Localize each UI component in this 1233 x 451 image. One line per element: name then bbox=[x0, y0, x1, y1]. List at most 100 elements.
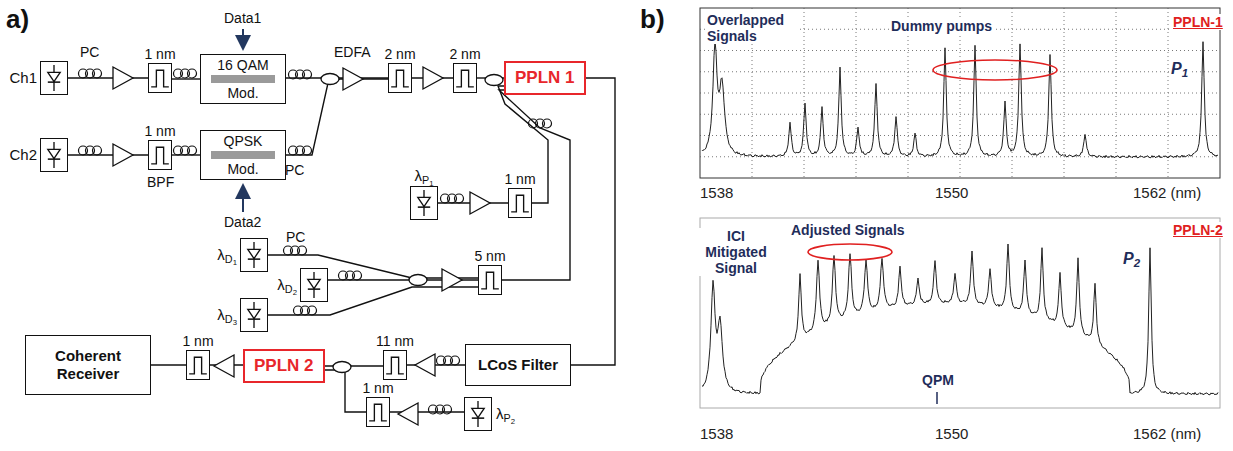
signal-name: Data1 bbox=[224, 10, 261, 26]
grid-line bbox=[700, 50, 1220, 51]
amplifier bbox=[423, 67, 443, 89]
polarization-controller bbox=[174, 146, 197, 155]
diode-bar bbox=[308, 288, 320, 290]
modulator-box: 16 QAMMod. bbox=[200, 54, 286, 104]
bandwidth-label: 1 nm bbox=[144, 46, 175, 62]
subscript: P2 bbox=[504, 412, 516, 424]
bandwidth-label: 1 nm bbox=[504, 171, 535, 187]
spectrum-frame bbox=[700, 218, 1220, 408]
subscript: 1 bbox=[1182, 67, 1188, 79]
passband-shape bbox=[481, 272, 499, 289]
passband-shape bbox=[456, 70, 474, 87]
modulator-label: Mod. bbox=[227, 161, 258, 177]
spectrum-annotation: Adjusted Signals bbox=[790, 222, 906, 238]
fiber-connector bbox=[499, 90, 570, 280]
subscript: P1 bbox=[422, 174, 434, 186]
passband-shape bbox=[151, 70, 169, 87]
bandwidth-label: 1 nm bbox=[182, 333, 213, 349]
bandpass-filter: 1 nm bbox=[366, 397, 390, 427]
source-label: λD1 bbox=[217, 246, 237, 264]
filter-symbol bbox=[454, 64, 476, 92]
axis-tick: 1538 bbox=[700, 425, 733, 443]
bandwidth-label: 2 nm bbox=[384, 46, 415, 62]
spectrum-annotation: Dummy pumps bbox=[890, 18, 993, 34]
spectrum-annotation: ICI Mitigated Signal bbox=[698, 228, 774, 276]
data-arrow bbox=[242, 185, 244, 212]
passband-shape bbox=[386, 357, 404, 374]
laser-symbol bbox=[411, 187, 437, 219]
source-label: λD2 bbox=[277, 276, 297, 294]
source-label: λP1 bbox=[414, 167, 433, 185]
diode-bar bbox=[48, 158, 60, 160]
filter-symbol bbox=[509, 189, 531, 217]
process-box: Coherent Receiver bbox=[25, 335, 151, 395]
panel-label: a) bbox=[6, 4, 29, 34]
source-label: Ch2 bbox=[9, 146, 37, 164]
laser-symbol bbox=[465, 398, 491, 430]
laser-source: Ch2 bbox=[40, 138, 68, 172]
filter-symbol bbox=[384, 351, 406, 379]
highlight-ellipse bbox=[808, 244, 892, 260]
spectrum-annotation: Overlapped Signals bbox=[706, 12, 800, 44]
spectrum-title: PPLN-2 bbox=[1172, 222, 1224, 238]
polarization-controller bbox=[441, 194, 464, 203]
box-label: PPLN 2 bbox=[254, 356, 314, 376]
subscript: 3 bbox=[233, 319, 237, 328]
grid-line bbox=[700, 114, 1220, 115]
filter-symbol bbox=[479, 266, 501, 294]
grid-line bbox=[700, 93, 1220, 94]
filter-symbol bbox=[389, 64, 411, 92]
source-label: Ch1 bbox=[9, 69, 37, 87]
fiber-connector bbox=[172, 78, 200, 79]
grid-line bbox=[700, 135, 1220, 136]
diode-triangle bbox=[308, 279, 320, 288]
fiber-connector bbox=[151, 364, 186, 365]
axis-tick: 1550 bbox=[935, 184, 968, 202]
diode-triangle bbox=[48, 72, 60, 81]
subscript: D1 bbox=[225, 253, 237, 265]
spectrum-annotation: QPM bbox=[921, 372, 955, 388]
filter-symbol bbox=[367, 398, 389, 426]
filter-symbol bbox=[187, 351, 209, 379]
box-label: LCoS Filter bbox=[478, 356, 558, 374]
subscript: 2 bbox=[293, 289, 297, 298]
spectrum-trace bbox=[702, 41, 1218, 158]
bandpass-filter: 5 nm bbox=[478, 265, 502, 295]
fiber-connector bbox=[286, 79, 388, 155]
edfa-amplifier bbox=[343, 68, 363, 90]
filter-symbol bbox=[149, 141, 171, 169]
axis-tick: 1562 (nm) bbox=[1133, 184, 1201, 202]
polarization-controller bbox=[339, 271, 362, 280]
diode-bar bbox=[248, 258, 260, 260]
polarization-controller bbox=[529, 119, 552, 128]
component-name: BPF bbox=[147, 174, 174, 190]
modulator-label: QPSK bbox=[224, 133, 263, 149]
data-arrow bbox=[242, 29, 244, 49]
highlight-ellipse bbox=[933, 60, 1057, 80]
polarization-controller bbox=[289, 70, 312, 79]
component-name: EDFA bbox=[334, 44, 371, 60]
laser-source: λP1 bbox=[410, 186, 438, 220]
polarization-controller bbox=[294, 306, 317, 315]
source-label: λD3 bbox=[217, 306, 237, 324]
amplifier bbox=[113, 67, 133, 89]
polarization-controller bbox=[437, 356, 460, 365]
laser-symbol bbox=[41, 62, 67, 94]
bandwidth-label: 1 nm bbox=[362, 380, 393, 396]
ppln-crystal: PPLN 2 bbox=[243, 349, 325, 383]
bandpass-filter: 1 nm bbox=[508, 188, 532, 218]
laser-symbol bbox=[241, 239, 267, 271]
grid bbox=[700, 8, 1220, 178]
passband-shape bbox=[391, 70, 409, 87]
component-name: PC bbox=[285, 162, 304, 178]
laser-source: λP2 bbox=[464, 397, 492, 431]
bandpass-filter: 1 nm bbox=[148, 140, 172, 170]
modulator-box: QPSK Mod. bbox=[200, 130, 286, 180]
modulator-waveguide bbox=[211, 75, 275, 83]
polarization-controller bbox=[79, 146, 102, 155]
diode-bar bbox=[418, 206, 430, 208]
subscript: 1 bbox=[429, 180, 433, 189]
bandwidth-label: 1 nm bbox=[144, 123, 175, 139]
